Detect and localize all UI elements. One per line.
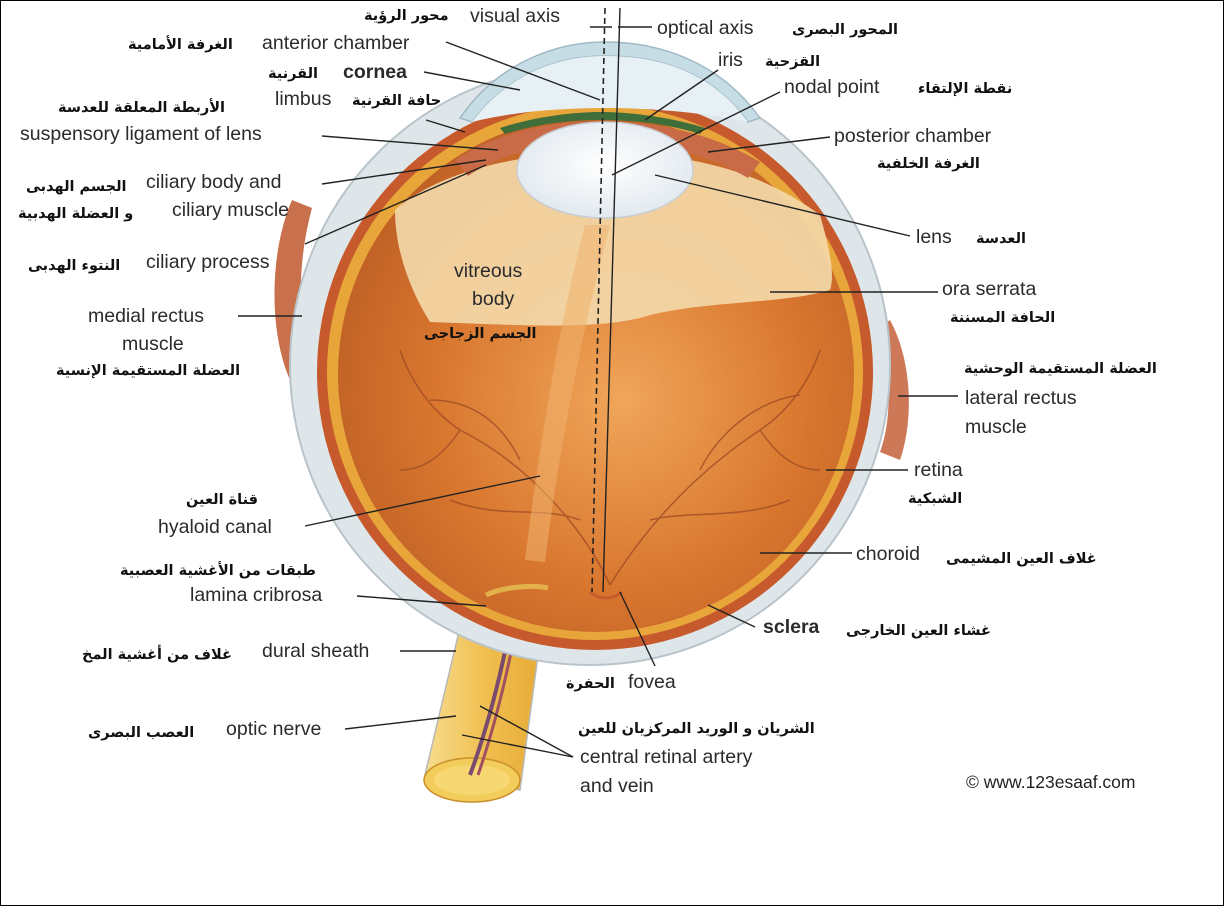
visual-axis-ar-label: محور الرؤية [364, 8, 449, 24]
medial-rectus-ar-label: العضلة المستقيمة الإنسية [56, 363, 240, 379]
ciliary-muscle-label: ciliary muscle [172, 199, 289, 221]
posterior-chamber-label: posterior chamber [834, 125, 992, 147]
sclera-ar-label: غشاء العين الخارجى [846, 623, 991, 639]
medial-rectus-label-2: muscle [122, 333, 184, 355]
hyaloid-ar-label: قناة العين [186, 492, 258, 508]
dural-sheath-ar-label: غلاف من أغشية المخ [82, 645, 232, 663]
nodal-point-ar-label: نقطة الإلتقاء [918, 81, 1012, 97]
iris-label: iris [718, 49, 743, 71]
retina-ar-label: الشبكية [908, 491, 962, 507]
optical-axis-ar-label: المحور البصرى [792, 22, 898, 38]
ciliary-body-ar-label: الجسم الهدبى [26, 179, 127, 195]
cornea-label: cornea [343, 61, 407, 83]
hyaloid-label: hyaloid canal [158, 516, 272, 538]
limbus-ar-label: حافة القرنية [352, 93, 441, 109]
cornea-ar-label: القرنية [268, 66, 318, 82]
ora-serrata-label: ora serrata [942, 278, 1036, 300]
anterior-chamber-ar-label: الغرفة الأمامية [128, 35, 233, 53]
ora-serrata-ar-label: الحافة المسننة [950, 310, 1055, 326]
iris-ar-label: القزحية [765, 54, 820, 70]
choroid-label: choroid [856, 543, 920, 565]
visual-axis-label: visual axis [470, 5, 560, 27]
limbus-label: limbus [275, 88, 332, 110]
central-artery-label-1: central retinal artery [580, 746, 753, 768]
lamina-label: lamina cribrosa [190, 584, 322, 606]
lens-label: lens [916, 226, 952, 248]
choroid-ar-label: غلاف العين المشيمى [946, 551, 1097, 567]
central-artery-ar-label: الشريان و الوريد المركزيان للعين [578, 721, 815, 737]
fovea-ar-label: الحفرة [566, 676, 615, 692]
lateral-rectus-ar-label: العضلة المستقيمة الوحشية [964, 361, 1157, 377]
ciliary-body-label: ciliary body and [146, 171, 282, 193]
vitreous-ar-label: الجسم الزجاجى [424, 326, 537, 342]
retina-label: retina [914, 459, 963, 481]
ciliary-muscle-ar-label: و العضلة الهدبية [18, 206, 133, 222]
optic-nerve-label: optic nerve [226, 718, 321, 740]
lateral-rectus-label-1: lateral rectus [965, 387, 1077, 409]
dural-sheath-label: dural sheath [262, 640, 369, 662]
suspensory-label: suspensory ligament of lens [20, 123, 262, 145]
sclera-label: sclera [763, 616, 820, 638]
medial-rectus-label-1: medial rectus [88, 305, 204, 327]
lateral-rectus-label-2: muscle [965, 416, 1027, 438]
lens-ar-label: العدسة [976, 231, 1026, 247]
lamina-ar-label: طبقات من الأغشية العصبية [120, 561, 316, 579]
ciliary-process-label: ciliary process [146, 251, 270, 273]
posterior-chamber-ar-label: الغرفة الخلفية [877, 156, 980, 172]
fovea-label: fovea [628, 671, 676, 693]
nodal-point-label: nodal point [784, 76, 880, 98]
lens [517, 122, 693, 218]
vitreous-label-1: vitreous [454, 260, 523, 282]
vitreous-label-2: body [472, 288, 515, 310]
anterior-chamber-label: anterior chamber [262, 32, 410, 54]
suspensory-ar-label: الأربطة المعلقة للعدسة [58, 98, 225, 116]
copyright-text: © www.123esaaf.com [966, 772, 1136, 792]
optical-axis-label: optical axis [657, 17, 754, 39]
optic-nerve-ar-label: العصب البصرى [88, 725, 194, 741]
ciliary-process-ar-label: النتوء الهدبى [28, 258, 120, 274]
central-artery-label-2: and vein [580, 775, 654, 797]
